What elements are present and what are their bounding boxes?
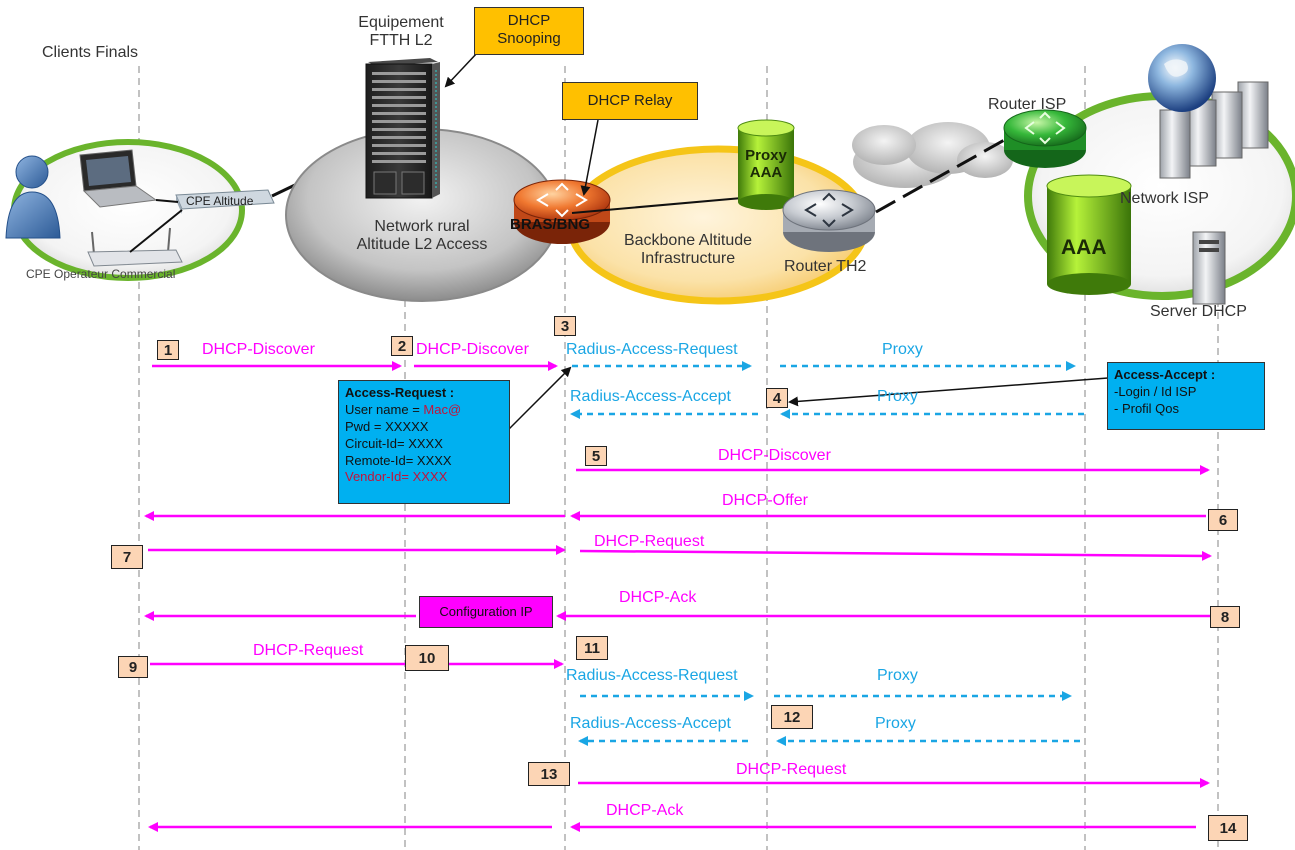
- router-isp-label: Router ISP: [988, 96, 1067, 113]
- configuration-ip-box: Configuration IP: [419, 596, 553, 628]
- dhcp-server-icon: [1192, 231, 1226, 305]
- msg-11-proxy-label: Proxy: [877, 667, 918, 684]
- proxy-aaa-label-line2: AAA: [749, 164, 783, 182]
- network-rural-label: Network rural Altitude L2 Access: [332, 218, 512, 255]
- access-request-circuit: Circuit-Id= XXXX: [345, 435, 443, 451]
- step-6: 6: [1208, 509, 1238, 531]
- clients-finals-label: Clients Finals: [42, 44, 139, 61]
- access-request-title: Access-Request :: [345, 385, 455, 400]
- step-2: 2: [391, 336, 413, 356]
- step-8: 8: [1210, 606, 1240, 628]
- access-accept-title: Access-Accept :: [1114, 367, 1216, 382]
- globe-icon: [1148, 44, 1216, 112]
- arrow-7b: [579, 549, 1212, 561]
- step-10: 10: [405, 645, 449, 671]
- proxy-label: Proxy: [745, 147, 787, 164]
- step-1: 1: [157, 340, 179, 360]
- step-7: 7: [111, 545, 143, 569]
- dhcp-snooping-callout: DHCP Snooping: [474, 7, 584, 55]
- access-request-box: Access-Request : User name = Mac@ Pwd = …: [338, 380, 510, 504]
- equipment-label-line2: FTTH L2: [369, 32, 433, 50]
- router-th2-icon: [782, 189, 876, 252]
- access-accept-pointer: [788, 377, 1109, 407]
- dhcp-snooping-line2: Snooping: [497, 30, 561, 47]
- message-arrows: [144, 361, 1212, 832]
- msg-7-label: DHCP-Request: [594, 533, 705, 550]
- cpe-commercial-router: [87, 227, 183, 267]
- msg-4-proxy-label: Proxy: [877, 388, 918, 405]
- server-dhcp-label: Server DHCP: [1150, 303, 1247, 320]
- backbone-line1: Backbone Altitude: [623, 232, 753, 249]
- msg-12-label: Radius-Access-Accept: [570, 715, 731, 732]
- msg-3-proxy-label: Proxy: [882, 341, 923, 358]
- router-isp-icon: [1003, 109, 1087, 168]
- isp-aaa-cylinder: [1046, 174, 1132, 295]
- msg-4-label: Radius-Access-Accept: [570, 388, 731, 405]
- dhcp-relay-callout: DHCP Relay: [562, 82, 698, 120]
- snooping-pointer: [444, 51, 479, 88]
- msg-11-label: Radius-Access-Request: [566, 667, 738, 684]
- step-5: 5: [585, 446, 607, 466]
- cpe-altitude-box: [175, 189, 275, 214]
- msg-2-label: DHCP-Discover: [416, 341, 529, 358]
- msg-3-label: Radius-Access-Request: [566, 341, 738, 358]
- step-13: 13: [528, 762, 570, 786]
- step-11: 11: [576, 636, 608, 660]
- msg-9-label: DHCP-Request: [253, 642, 364, 659]
- access-request-user: User name = Mac@: [345, 402, 503, 419]
- step-14: 14: [1208, 815, 1248, 841]
- access-accept-line1: -Login / Id ISP: [1114, 383, 1197, 399]
- step-12: 12: [771, 705, 813, 729]
- step-3: 3: [554, 316, 576, 336]
- network-rural-line2: Altitude L2 Access: [356, 236, 488, 254]
- step-4: 4: [766, 388, 788, 408]
- network-rural-area: [285, 58, 559, 302]
- access-request-vendor: Vendor-Id= XXXX: [345, 469, 448, 485]
- proxy-aaa-cylinder: [737, 119, 795, 210]
- access-request-user-value: Mac@: [423, 401, 462, 417]
- aaa-label: AAA: [1061, 236, 1107, 259]
- access-accept-box: Access-Accept : -Login / Id ISP - Profil…: [1107, 362, 1265, 430]
- msg-5-label: DHCP-Discover: [718, 447, 831, 464]
- msg-14-label: DHCP-Ack: [606, 802, 684, 819]
- equipment-label-line1: Equipement: [358, 14, 444, 31]
- network-isp-label: Network ISP: [1120, 190, 1209, 207]
- msg-6-label: DHCP-Offer: [722, 492, 808, 509]
- access-request-remote: Remote-Id= XXXX: [345, 452, 452, 468]
- proxy-aaa-label: Proxy AAA: [738, 147, 794, 182]
- cpe-commercial-label: CPE Operateur Commercial: [26, 267, 176, 281]
- msg-12-proxy-label: Proxy: [875, 715, 916, 732]
- access-request-pointer: [507, 366, 572, 431]
- isp-servers: [1159, 81, 1269, 179]
- router-th2-label: Router TH2: [784, 258, 867, 275]
- user-icon: [5, 155, 61, 239]
- cpe-altitude-label: CPE Altitude: [186, 194, 254, 208]
- client-area: [5, 139, 369, 281]
- bras-router-icon: [513, 179, 611, 244]
- backbone-label: Backbone Altitude Infrastructure: [608, 232, 768, 269]
- equipment-label: Equipement FTTH L2: [346, 14, 456, 51]
- access-request-user-prefix: User name =: [345, 401, 424, 417]
- msg-1-label: DHCP-Discover: [202, 341, 315, 358]
- access-accept-line2: - Profil Qos: [1114, 400, 1180, 416]
- access-request-pwd: Pwd = XXXXX: [345, 418, 429, 434]
- relay-pointer: [580, 119, 599, 196]
- step-9: 9: [118, 656, 148, 678]
- internet-cloud: [852, 122, 1013, 188]
- bras-label: BRAS/BNG: [510, 216, 591, 233]
- laptop-icon: [79, 149, 158, 208]
- msg-8-label: DHCP-Ack: [619, 589, 697, 606]
- backbone-line2: Infrastructure: [640, 250, 736, 268]
- ftth-equipment-rack: [365, 58, 440, 199]
- msg-13-label: DHCP-Request: [736, 761, 847, 778]
- dhcp-snooping-line1: DHCP: [507, 12, 551, 29]
- network-rural-line1: Network rural: [374, 218, 470, 235]
